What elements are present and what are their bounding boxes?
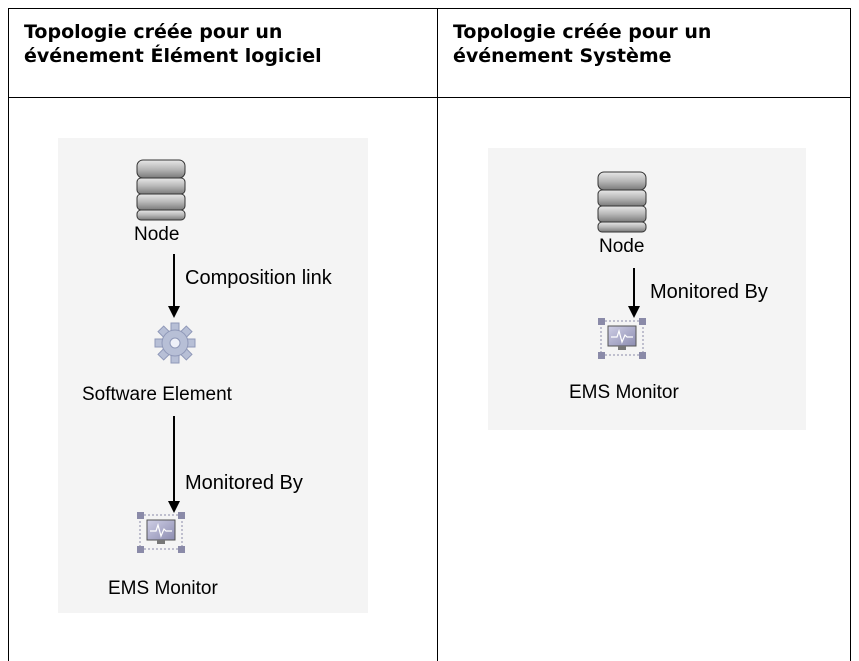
node-label: Node — [599, 236, 645, 257]
arrowhead — [168, 306, 180, 318]
gear-icon — [154, 322, 196, 364]
header-line: Topologie créée pour un — [24, 21, 283, 43]
table-top-border — [8, 8, 851, 9]
server-stack-icon — [136, 159, 186, 221]
header-system: Topologie créée pour un événement Systèm… — [453, 20, 711, 104]
ems-monitor-label: EMS Monitor — [569, 382, 679, 403]
monitor-icon — [137, 512, 185, 553]
node-label: Node — [134, 224, 180, 245]
system-diagram — [488, 148, 806, 430]
ems-monitor-label: EMS Monitor — [108, 578, 218, 599]
arrowhead — [628, 306, 640, 318]
header-line: événement Système — [453, 45, 672, 67]
header-line: Topologie créée pour un — [453, 21, 712, 43]
software-element-diagram — [58, 138, 368, 613]
table-left-border — [8, 8, 9, 661]
topology-comparison-table: Topologie créée pour un événement Élémen… — [8, 8, 851, 661]
table-right-border — [850, 8, 851, 661]
header-bottom-border — [8, 97, 851, 98]
monitor-icon — [598, 318, 646, 359]
software-element-label: Software Element — [82, 384, 232, 405]
monitored-by-label: Monitored By — [185, 472, 303, 494]
header-software-element: Topologie créée pour un événement Élémen… — [24, 20, 322, 104]
column-divider — [437, 8, 438, 661]
server-stack-icon — [597, 171, 647, 233]
arrowhead — [168, 501, 180, 513]
monitored-by-label: Monitored By — [650, 281, 768, 303]
header-line: événement Élément logiciel — [24, 45, 322, 67]
composition-link-label: Composition link — [185, 267, 332, 289]
